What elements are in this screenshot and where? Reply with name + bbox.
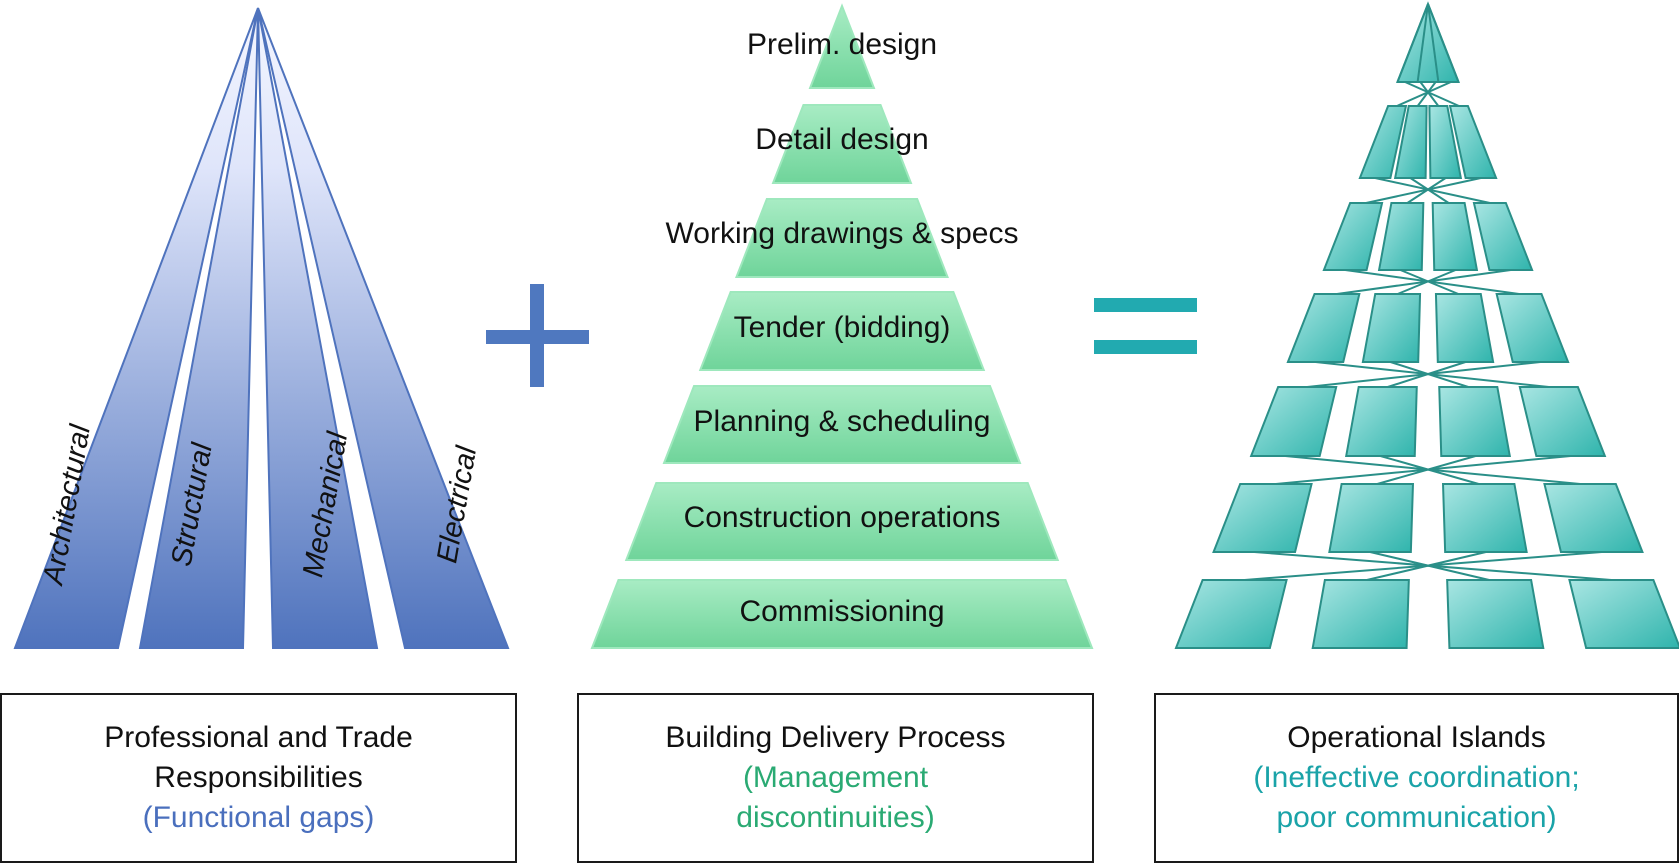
island-cell bbox=[1428, 105, 1463, 179]
island-cell bbox=[1212, 483, 1313, 553]
functional-gaps-caption: Professional and Trade Responsibilities … bbox=[0, 693, 517, 863]
connector-line bbox=[1374, 177, 1491, 204]
caption-note: (Functional gaps) bbox=[142, 801, 375, 834]
island-cell bbox=[1495, 293, 1570, 363]
island-apex bbox=[1396, 1, 1460, 83]
island-cell bbox=[1393, 105, 1428, 179]
connector-line bbox=[1244, 551, 1602, 581]
stage-band bbox=[698, 291, 986, 371]
island-cell bbox=[1345, 386, 1418, 457]
discipline-band-shape bbox=[13, 7, 259, 649]
stage-3: Working drawings & specs bbox=[666, 198, 1019, 278]
stage-label: Working drawings & specs bbox=[666, 217, 1019, 250]
island-cell bbox=[1518, 386, 1607, 457]
connector-line bbox=[1345, 269, 1520, 295]
island-cell bbox=[1328, 483, 1415, 553]
connector-line bbox=[1409, 177, 1450, 204]
caption-line-2: Responsibilities bbox=[154, 761, 363, 794]
stage-label: Commissioning bbox=[739, 595, 944, 628]
caption-note-line-2: discontinuities) bbox=[736, 801, 935, 834]
caption-line-1: Professional and Trade bbox=[104, 721, 413, 754]
operational-islands-tree bbox=[1174, 1, 1679, 649]
stage-band bbox=[771, 104, 913, 184]
connector-line bbox=[1275, 455, 1571, 485]
connector-line bbox=[1365, 177, 1482, 204]
stage-band bbox=[624, 482, 1060, 561]
stage-6: Construction operations bbox=[624, 482, 1060, 561]
management-discontinuities-caption: Building Delivery Process (Management di… bbox=[577, 693, 1094, 863]
island-cell bbox=[1174, 579, 1288, 649]
stage-1: Prelim. design bbox=[747, 3, 937, 89]
stage-4: Tender (bidding) bbox=[698, 291, 986, 371]
island-tier-4 bbox=[1249, 386, 1607, 457]
island-cell bbox=[1472, 202, 1534, 271]
island-cell bbox=[1543, 483, 1644, 553]
stage-band bbox=[590, 579, 1094, 649]
plus-sign bbox=[486, 284, 589, 387]
stage-band bbox=[662, 385, 1022, 464]
island-tier-3 bbox=[1286, 293, 1570, 363]
stage-label: Prelim. design bbox=[747, 28, 937, 61]
caption-note-line-1: (Management bbox=[742, 761, 929, 794]
apex-divider bbox=[1416, 3, 1429, 83]
stage-2: Detail design bbox=[755, 104, 929, 184]
apex-divider bbox=[1396, 3, 1429, 83]
connector-line bbox=[1336, 269, 1511, 295]
apex-divider bbox=[1427, 3, 1460, 83]
stage-band bbox=[808, 3, 876, 89]
island-cell bbox=[1448, 105, 1498, 179]
equals-sign bbox=[1094, 298, 1197, 354]
island-cell bbox=[1568, 579, 1679, 649]
discipline-band-structural: Structural bbox=[138, 7, 259, 649]
stage-7: Commissioning bbox=[590, 579, 1094, 649]
discipline-band-shape bbox=[138, 7, 259, 649]
connector-line bbox=[1404, 81, 1460, 107]
island-cell bbox=[1438, 386, 1511, 457]
island-tier-5 bbox=[1212, 483, 1644, 553]
connector-line bbox=[1419, 81, 1440, 107]
island-cell bbox=[1322, 202, 1384, 271]
island-cell bbox=[1361, 293, 1422, 363]
island-cell bbox=[1377, 202, 1425, 271]
discipline-band-mechanical: Mechanical bbox=[257, 7, 379, 649]
island-cell bbox=[1446, 579, 1545, 649]
island-cell bbox=[1441, 483, 1528, 553]
island-tier-6 bbox=[1174, 579, 1679, 649]
stage-5: Planning & scheduling bbox=[662, 385, 1022, 464]
caption-note-line-2: poor communication) bbox=[1276, 801, 1557, 834]
island-connectors bbox=[1244, 81, 1612, 581]
island-tier-2 bbox=[1322, 202, 1534, 271]
caption-title: Operational Islands bbox=[1287, 721, 1546, 754]
connector-line bbox=[1416, 81, 1437, 107]
island-cell bbox=[1434, 293, 1495, 363]
stage-label: Planning & scheduling bbox=[694, 405, 991, 438]
island-cell bbox=[1249, 386, 1338, 457]
stage-label: Construction operations bbox=[684, 501, 1001, 534]
island-cell bbox=[1311, 579, 1410, 649]
stage-label: Detail design bbox=[755, 123, 928, 156]
connector-line bbox=[1307, 361, 1541, 388]
connector-line bbox=[1396, 81, 1452, 107]
stage-label: Tender (bidding) bbox=[734, 311, 951, 344]
island-cell bbox=[1358, 105, 1408, 179]
discipline-band-shape bbox=[257, 7, 379, 649]
stage-band bbox=[735, 198, 949, 278]
apex-divider bbox=[1427, 3, 1440, 83]
caption-note-line-1: (Ineffective coordination; bbox=[1253, 761, 1580, 794]
operational-islands-caption: Operational Islands (Ineffective coordin… bbox=[1154, 693, 1679, 863]
island-cell bbox=[1286, 293, 1361, 363]
island-tier-1 bbox=[1358, 105, 1498, 179]
island-cell bbox=[1431, 202, 1479, 271]
island-apex-shape bbox=[1396, 1, 1460, 83]
caption-title: Building Delivery Process bbox=[665, 721, 1006, 754]
discipline-band-shape bbox=[257, 7, 510, 649]
